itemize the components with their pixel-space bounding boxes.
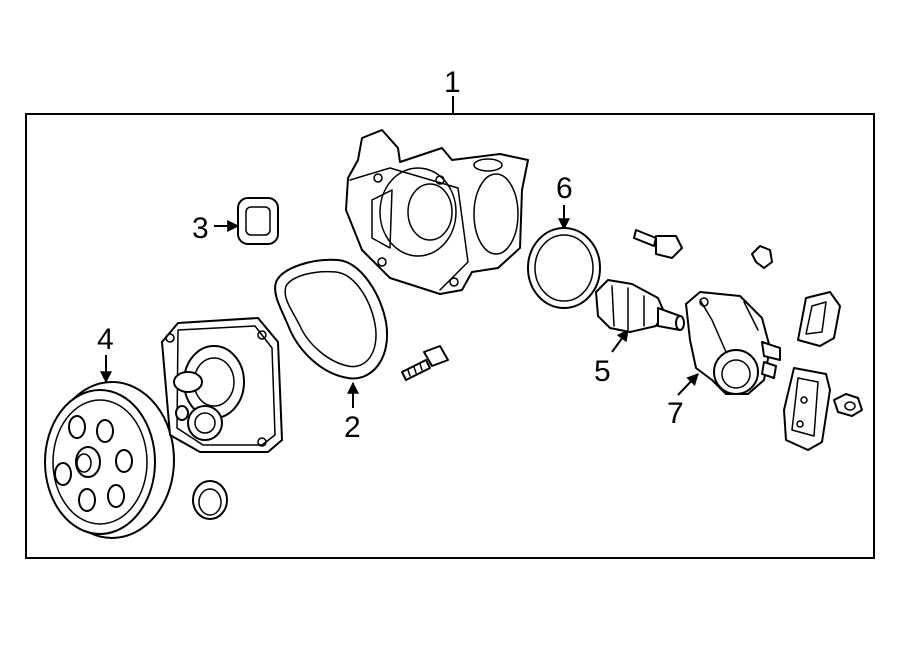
bracket-lower: [783, 367, 831, 451]
callout-5-arrow: [611, 329, 629, 353]
bracket-upper: [797, 291, 841, 347]
o-ring: [527, 227, 601, 309]
pulley: [44, 381, 175, 539]
callout-3: 3: [192, 212, 209, 245]
callout-6: 6: [556, 172, 573, 205]
outlet-housing: [685, 291, 781, 395]
callout-4: 4: [97, 323, 114, 356]
bolt-upper: [633, 229, 683, 259]
callout-5: 5: [594, 355, 611, 388]
callout-1: 1: [444, 66, 461, 99]
callout-2: 2: [344, 411, 361, 444]
callout-7: 7: [667, 397, 684, 430]
bolt-left: [401, 345, 449, 381]
assembly-frame: [25, 113, 875, 559]
seal-ring: [192, 480, 228, 520]
gasket: [274, 258, 389, 380]
square-seal: [237, 197, 279, 245]
nut: [833, 393, 863, 417]
thermostat: [595, 279, 685, 333]
callout-7-arrow: [677, 373, 699, 396]
water-pump: [161, 317, 283, 453]
clip: [751, 245, 773, 269]
thermostat-housing: [345, 129, 529, 295]
